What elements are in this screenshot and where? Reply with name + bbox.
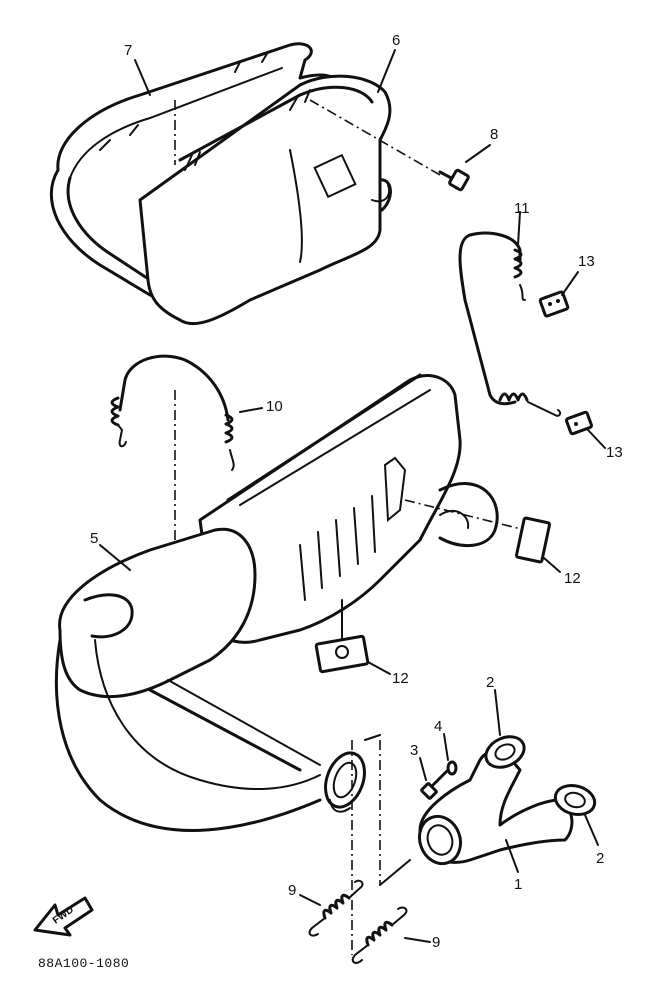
part-9-springs xyxy=(299,734,431,964)
callout-9-left: 9 xyxy=(288,882,297,899)
callout-8: 8 xyxy=(490,126,499,143)
callout-13-top: 13 xyxy=(578,253,595,270)
leader-lines xyxy=(99,49,396,571)
callout-1: 1 xyxy=(514,876,523,893)
callout-5: 5 xyxy=(90,530,99,547)
part-13-clips xyxy=(538,271,606,449)
fwd-arrow-icon xyxy=(33,896,94,937)
callout-3: 3 xyxy=(410,742,419,759)
callout-12-right: 12 xyxy=(564,570,581,587)
part-8-bolt xyxy=(309,99,491,192)
callout-11: 11 xyxy=(514,200,530,217)
callout-12-center: 12 xyxy=(392,670,409,687)
part-5-muffler xyxy=(54,373,526,832)
callout-10: 10 xyxy=(266,398,283,415)
callout-4: 4 xyxy=(434,718,443,735)
part-1-exhaust-pipe xyxy=(417,749,574,873)
callout-9-right: 9 xyxy=(432,934,441,951)
reference-code: 88A100-1080 xyxy=(38,956,130,971)
callout-6: 6 xyxy=(392,32,401,49)
part-10-hook-spring xyxy=(110,354,263,570)
callout-13-bottom: 13 xyxy=(606,444,623,461)
part-12-pads xyxy=(314,516,561,675)
parts-3-4-bolt-washer xyxy=(419,733,458,800)
callout-7: 7 xyxy=(124,42,133,59)
part-11-spring-rod xyxy=(458,211,562,417)
callout-2-bottom: 2 xyxy=(596,850,605,867)
callout-2-top: 2 xyxy=(486,674,495,691)
part-2-gaskets xyxy=(484,689,599,846)
part-6-heat-shield xyxy=(138,74,392,326)
